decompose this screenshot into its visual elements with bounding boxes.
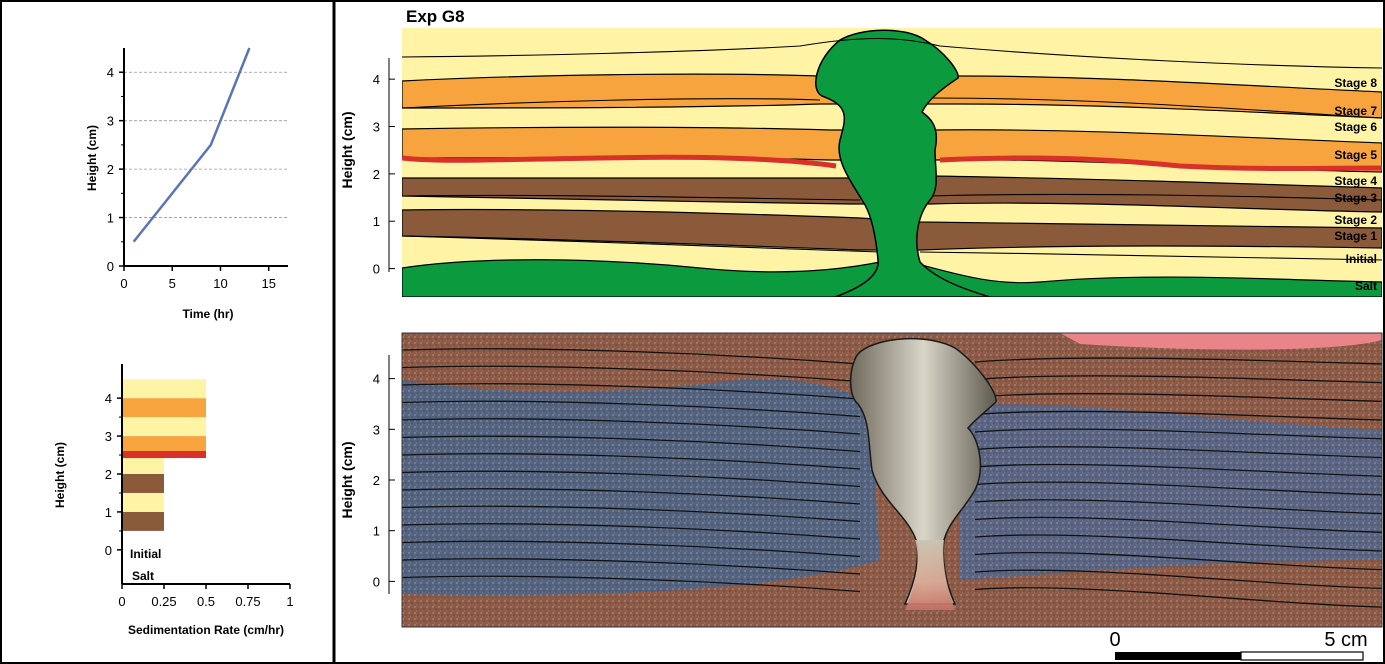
stage-label: Salt: [1355, 279, 1377, 293]
chart2-x-ticks: 0 0.25 0.5 0.75 1: [118, 584, 293, 609]
chart1-y-ticks: 0 1 2 3 4: [107, 65, 124, 274]
chart2-y-tick-label: 3: [105, 429, 112, 444]
chart1-gridlines: [124, 72, 288, 217]
chart1-y-tick-label: 2: [107, 162, 114, 177]
chart1-series-line: [134, 48, 250, 242]
chart2-bar: [122, 474, 164, 493]
chart2-bar: [122, 493, 164, 512]
chart1-y-tick-label: 0: [107, 259, 114, 274]
chart2-bars: [122, 379, 206, 531]
chart2-label-salt: Salt: [132, 569, 154, 583]
scale-bar-end: 5 cm: [1324, 629, 1367, 651]
height-time-chart: 0 1 2 3 4 0 5 10 15 Time (hr) Height (cm): [85, 48, 288, 321]
photo-y-tick-label: 2: [373, 473, 380, 488]
chart1-x-tick-label: 5: [169, 276, 176, 291]
photo-y-tick-label: 4: [373, 372, 380, 387]
chart2-y-ticks: 0 1 2 3 4: [105, 391, 122, 558]
chart2-bar: [122, 512, 164, 531]
cross-section-y-tick-label: 3: [373, 120, 380, 135]
chart2-x-tick-label: 0.75: [235, 594, 260, 609]
sedimentation-rate-chart: 0 1 2 3 4 0 0.25 0.5 0.75 1 Initial Salt Sedimen…: [53, 364, 294, 637]
chart1-x-tick-label: 0: [120, 276, 127, 291]
chart2-ylabel: Height (cm): [53, 442, 67, 508]
chart2-bar: [122, 417, 206, 436]
photo-y-ticks: 0 1 2 3 4: [373, 372, 395, 590]
scale-bar-black: [1115, 652, 1241, 660]
experiment-photo: [402, 333, 1382, 627]
chart2-x-tick-label: 0: [118, 594, 125, 609]
figure-title: Exp G8: [406, 7, 465, 26]
stage-label: Stage 1: [1334, 229, 1377, 243]
chart2-x-tick-label: 0.25: [151, 594, 176, 609]
chart2-marker-line: [122, 451, 206, 458]
stage-label: Stage 6: [1334, 120, 1377, 134]
chart2-x-tick-label: 1: [286, 594, 293, 609]
photo-ylabel: Height (cm): [339, 442, 355, 519]
chart2-bar: [122, 379, 206, 398]
cross-section-y-tick-label: 4: [373, 72, 380, 87]
chart1-y-tick-label: 1: [107, 211, 114, 226]
cross-section-panel: [402, 28, 1382, 297]
cross-section-y-tick-label: 2: [373, 167, 380, 182]
stage-label: Stage 5: [1334, 148, 1377, 162]
photo-y-tick-label: 3: [373, 422, 380, 437]
chart1-x-tick-label: 15: [261, 276, 275, 291]
stage-label: Stage 3: [1334, 191, 1377, 205]
chart2-y-tick-label: 0: [105, 543, 112, 558]
chart1-x-tick-label: 10: [213, 276, 227, 291]
chart1-ylabel: Height (cm): [85, 125, 99, 191]
photo-y-tick-label: 1: [373, 524, 380, 539]
chart1-y-tick-label: 3: [107, 114, 114, 129]
chart1-xlabel: Time (hr): [182, 307, 233, 321]
chart1-x-ticks: 0 5 10 15: [120, 266, 276, 291]
photo-y-tick-label: 0: [373, 574, 380, 589]
chart2-x-tick-label: 0.5: [197, 594, 215, 609]
chart2-label-initial: Initial: [130, 547, 161, 561]
chart2-bar: [122, 398, 206, 417]
stage-label: Stage 4: [1334, 174, 1377, 188]
scale-bar: 0 5 cm: [1109, 629, 1367, 660]
stage-label: Stage 2: [1334, 213, 1377, 227]
chart2-y-tick-label: 2: [105, 467, 112, 482]
cross-section-y-tick-label: 1: [373, 214, 380, 229]
stage-label: Stage 7: [1334, 104, 1377, 118]
chart1-y-tick-label: 4: [107, 65, 114, 80]
chart2-xlabel: Sedimentation Rate (cm/hr): [128, 623, 284, 637]
cross-section-y-ticks: 0 1 2 3 4: [373, 72, 395, 276]
stage-label: Stage 8: [1334, 76, 1377, 90]
cross-section-y-tick-label: 0: [373, 262, 380, 277]
cross-section-ylabel: Height (cm): [339, 112, 355, 189]
chart2-y-tick-label: 1: [105, 505, 112, 520]
scale-bar-start: 0: [1109, 629, 1120, 651]
stage-label: Initial: [1346, 252, 1377, 266]
chart2-y-tick-label: 4: [105, 391, 112, 406]
scale-bar-white: [1241, 652, 1363, 660]
